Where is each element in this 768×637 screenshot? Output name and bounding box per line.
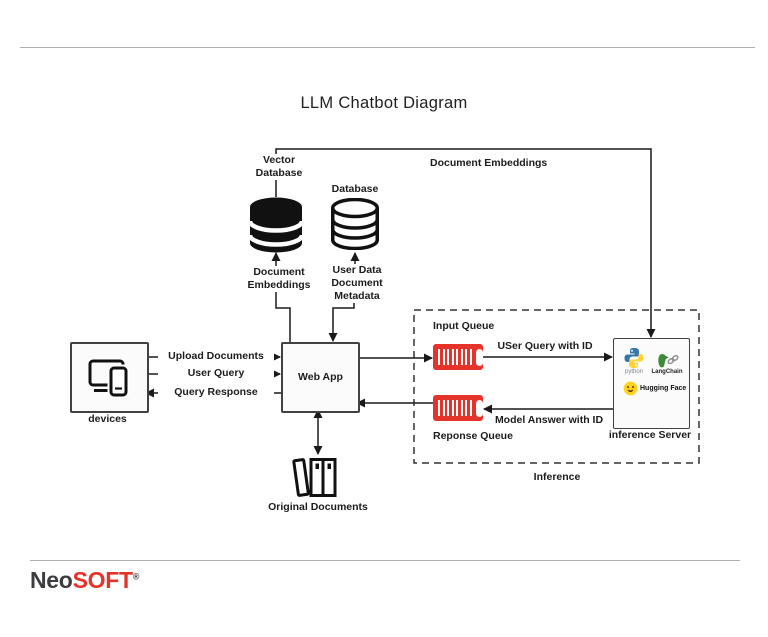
response-queue-label: Reponse Queue (433, 430, 513, 442)
connector-webapp-to-vectordb-elbow (275, 292, 291, 342)
inference-server-node: python LangChain Hugging Face (613, 338, 690, 429)
web-app-node: Web App (281, 342, 360, 413)
upload-documents-edge-label: Upload Documents (158, 350, 274, 363)
langchain-label: LangChain (651, 369, 683, 375)
model-answer-with-id-edge-label: Model Answer with ID (494, 414, 604, 426)
web-app-label: Web App (298, 371, 343, 383)
python-icon (624, 348, 644, 368)
original-documents-label: Original Documents (268, 501, 368, 513)
neosoft-logo: NeoSOFT® (30, 567, 139, 594)
registered-mark: ® (132, 571, 140, 582)
document-embeddings-top-label: Document Embeddings (430, 157, 548, 169)
document-embeddings-label: Document Embeddings (236, 266, 322, 292)
input-queue-icon (433, 344, 483, 370)
user-query-with-id-edge-label: USer Query with ID (497, 340, 593, 352)
langchain-icon (658, 354, 679, 368)
page-title: LLM Chatbot Diagram (300, 94, 468, 112)
inference-group-label: Inference (533, 471, 581, 483)
devices-label: devices (88, 413, 127, 425)
neosoft-logo-neo: Neo (30, 567, 73, 593)
response-queue-icon (433, 395, 483, 421)
devices-node (70, 342, 149, 413)
inference-group-dashed-border (413, 309, 700, 464)
python-label: python (624, 369, 643, 375)
neosoft-logo-soft: SOFT (72, 567, 133, 593)
input-queue-label: Input Queue (433, 320, 495, 332)
vector-database-label: Vector Database (236, 154, 322, 180)
bottom-divider (30, 560, 740, 561)
devices-icon (88, 359, 129, 398)
query-response-edge-label: Query Response (158, 386, 274, 399)
huggingface-label: Hugging Face (640, 385, 687, 392)
vector-database-icon (250, 197, 302, 253)
user-data-metadata-label: User Data Document Metadata (319, 264, 395, 303)
original-documents-icon (292, 458, 337, 497)
connector-database-to-webapp-elbow (328, 300, 355, 342)
user-query-edge-label: User Query (158, 367, 274, 380)
inference-server-label: inference Server (608, 429, 692, 441)
top-divider (20, 47, 755, 48)
database-icon (331, 198, 379, 250)
database-label: Database (331, 183, 379, 195)
huggingface-icon (623, 381, 638, 396)
